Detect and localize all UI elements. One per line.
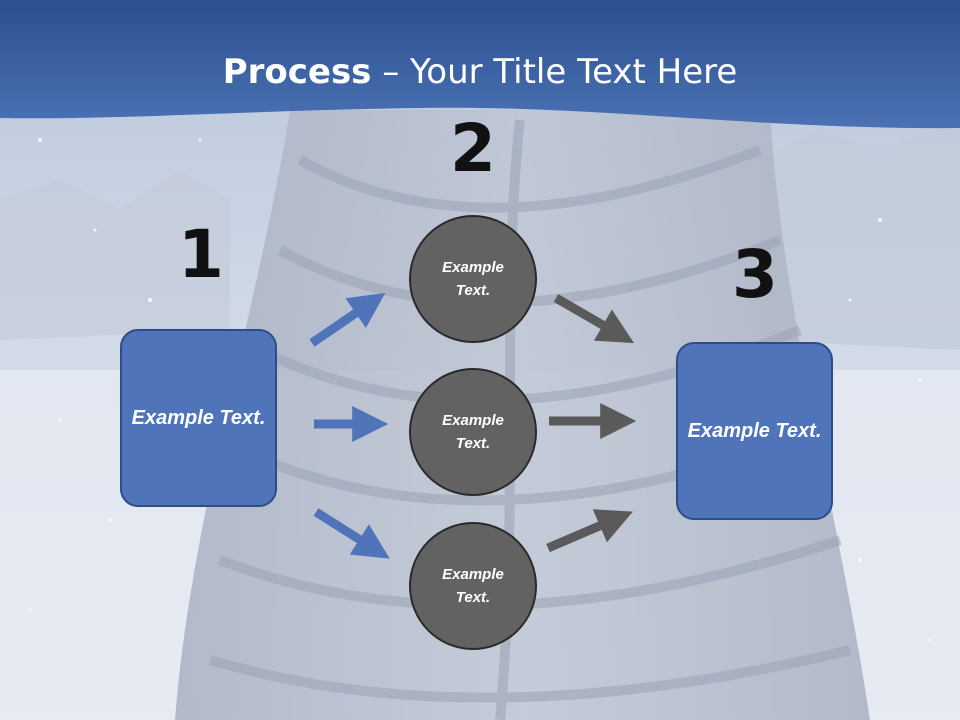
step-number-2: 2	[450, 110, 496, 187]
right-box-text: Example Text.	[687, 419, 822, 442]
step-number-1: 1	[178, 216, 224, 293]
circle-middle-text: Example Text.	[442, 412, 504, 452]
process-circle-bottom: Example Text.	[409, 522, 537, 650]
process-circle-middle: Example Text.	[409, 368, 537, 496]
right-process-box: Example Text.	[676, 342, 833, 520]
left-process-box: Example Text.	[120, 329, 277, 507]
circle-top-text: Example Text.	[442, 259, 504, 299]
circle-bottom-text: Example Text.	[442, 566, 504, 606]
arrow-bottom-to-right	[546, 509, 633, 553]
arrow-left-to-bottom	[313, 508, 390, 559]
slide-title: Process – Your Title Text Here	[0, 52, 960, 92]
arrow-top-to-right	[553, 294, 635, 344]
process-circle-top: Example Text.	[409, 215, 537, 343]
arrow-left-to-top	[309, 292, 386, 347]
left-box-text: Example Text.	[131, 406, 266, 429]
title-bold: Process	[222, 52, 372, 92]
title-rest: – Your Title Text Here	[371, 52, 738, 92]
step-number-3: 3	[732, 236, 778, 313]
